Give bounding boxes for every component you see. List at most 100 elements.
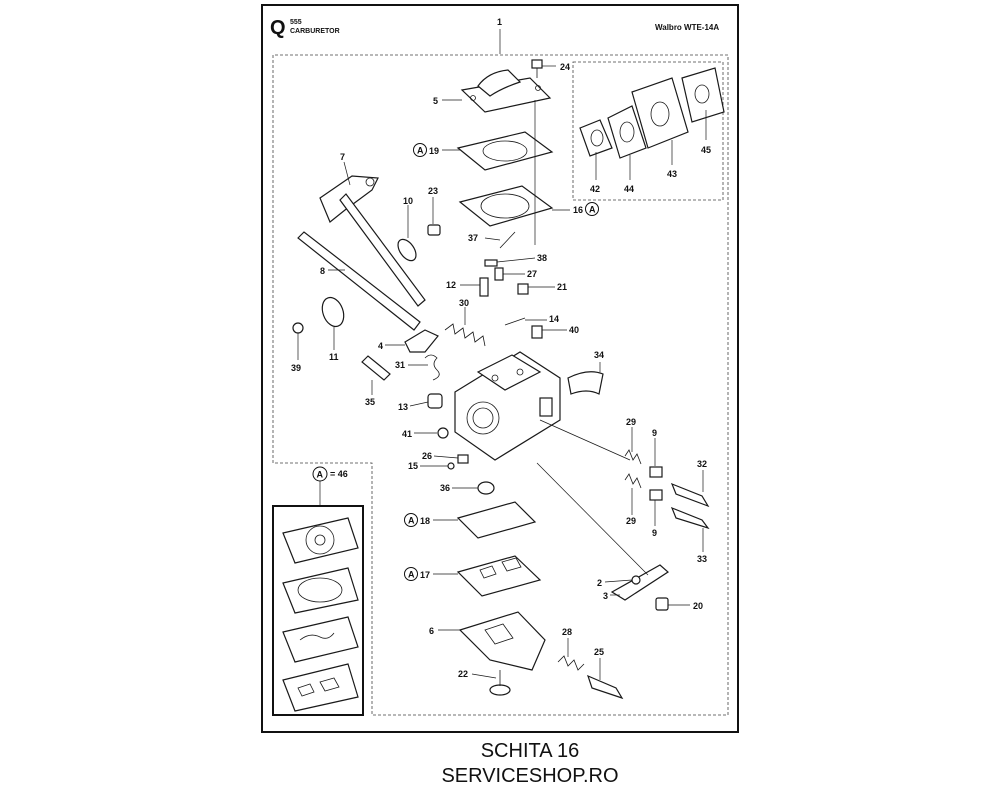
pump-gasket: [458, 185, 554, 227]
callout-p36: 36: [440, 483, 478, 493]
svg-text:41: 41: [402, 429, 412, 439]
svg-text:24: 24: [560, 62, 570, 72]
throttle-spring: [444, 323, 486, 347]
assembly-callout: 1: [497, 17, 502, 27]
callout-p9a: 9: [652, 428, 657, 466]
callout-p8: 8: [320, 266, 345, 276]
metering-cover: [458, 611, 546, 671]
callout-p27: 27: [503, 269, 537, 279]
svg-text:36: 36: [440, 483, 450, 493]
callout-p33: 33: [697, 528, 707, 564]
gasket-kit-inset: A = 46: [272, 466, 364, 716]
callout-p35: 35: [365, 380, 375, 407]
svg-text:21: 21: [557, 282, 567, 292]
callout-p4: 4: [378, 341, 405, 351]
svg-text:7: 7: [340, 152, 345, 162]
svg-text:3: 3: [603, 591, 608, 601]
svg-text:10: 10: [403, 196, 413, 206]
callout-p45: 45: [701, 110, 711, 155]
svg-text:8: 8: [320, 266, 325, 276]
callout-p15: 15: [408, 461, 448, 471]
fuel-tube: [567, 371, 604, 395]
cover-screw: [531, 59, 543, 78]
svg-text:26: 26: [422, 451, 432, 461]
svg-text:40: 40: [569, 325, 579, 335]
callout-p6: 6: [429, 626, 460, 636]
svg-text:38: 38: [537, 253, 547, 263]
inlet-screen: [477, 481, 495, 495]
high-speed-needle: [539, 419, 710, 508]
svg-text:A: A: [417, 146, 424, 156]
retaining-clip: [292, 322, 304, 334]
svg-text:35: 35: [365, 397, 375, 407]
callout-p20: 20: [668, 601, 703, 611]
callout-p40: 40: [542, 325, 579, 335]
lever-pin: [484, 259, 498, 267]
svg-text:33: 33: [697, 554, 707, 564]
idle-spring: [457, 454, 469, 464]
callout-p29a: 29: [626, 417, 636, 452]
svg-text:A: A: [589, 205, 596, 215]
svg-text:42: 42: [590, 184, 600, 194]
intake-parts: [579, 67, 725, 159]
svg-text:29: 29: [626, 516, 636, 526]
svg-text:22: 22: [458, 669, 468, 679]
callout-p7: 7: [340, 152, 351, 186]
svg-text:6: 6: [429, 626, 434, 636]
throttle-valve-disc: [397, 238, 417, 262]
intake-inset-boundary: [572, 61, 724, 201]
metering-gasket: [456, 555, 542, 597]
inlet-needle: [479, 277, 489, 297]
low-speed-needle: [624, 473, 710, 530]
svg-text:45: 45: [701, 145, 711, 155]
callout-p19: A 19: [413, 143, 460, 157]
throttle-lever: [610, 564, 669, 601]
callout-p23: 23: [428, 186, 438, 224]
callout-p31: 31: [395, 360, 428, 370]
callout-p43: 43: [667, 140, 677, 179]
svg-text:A: A: [408, 570, 415, 580]
callout-p13: 13: [398, 401, 429, 412]
svg-text:4: 4: [378, 341, 383, 351]
lever-washer: [631, 575, 641, 585]
metering-pin: [499, 231, 516, 249]
assembly-boundary: [272, 54, 729, 716]
callout-p17: A 17: [404, 567, 458, 581]
svg-text:9: 9: [652, 428, 657, 438]
primer-spring: [557, 655, 585, 671]
svg-text:14: 14: [549, 314, 559, 324]
lever-screw: [517, 283, 529, 295]
callout-p3: 3: [603, 591, 620, 601]
callout-p29b: 29: [626, 488, 636, 526]
pump-cover: [460, 69, 552, 113]
callout-p11: 11: [329, 327, 339, 362]
svg-text:23: 23: [428, 186, 438, 196]
svg-text:20: 20: [693, 601, 703, 611]
cover-screw-bottom: [489, 670, 511, 696]
callout-p26: 26: [422, 451, 459, 461]
welch-plug: [427, 393, 443, 409]
svg-text:18: 18: [420, 516, 430, 526]
svg-text:27: 27: [527, 269, 537, 279]
svg-text:30: 30: [459, 298, 469, 308]
section-letter: Q: [270, 17, 286, 39]
svg-text:31: 31: [395, 360, 405, 370]
callout-p5: 5: [433, 96, 462, 106]
svg-text:2: 2: [597, 578, 602, 588]
callout-p9b: 9: [652, 500, 657, 538]
pivot-pin: [361, 355, 391, 381]
svg-text:11: 11: [329, 352, 339, 362]
svg-text:17: 17: [420, 570, 430, 580]
choke-lever: [404, 329, 439, 353]
svg-text:28: 28: [562, 627, 572, 637]
check-ball: [437, 427, 449, 439]
valve-screw: [427, 224, 441, 236]
kit-equals-label: = 46: [330, 469, 348, 479]
callout-p2: 2: [597, 578, 633, 588]
callout-p25: 25: [594, 647, 604, 680]
idle-ball: [447, 462, 455, 470]
footer-schematic-number: SCHITA 16: [480, 740, 580, 762]
pump-diaphragm: [456, 131, 554, 171]
lever-spring: [424, 354, 440, 381]
callout-p24: 24: [542, 62, 570, 72]
